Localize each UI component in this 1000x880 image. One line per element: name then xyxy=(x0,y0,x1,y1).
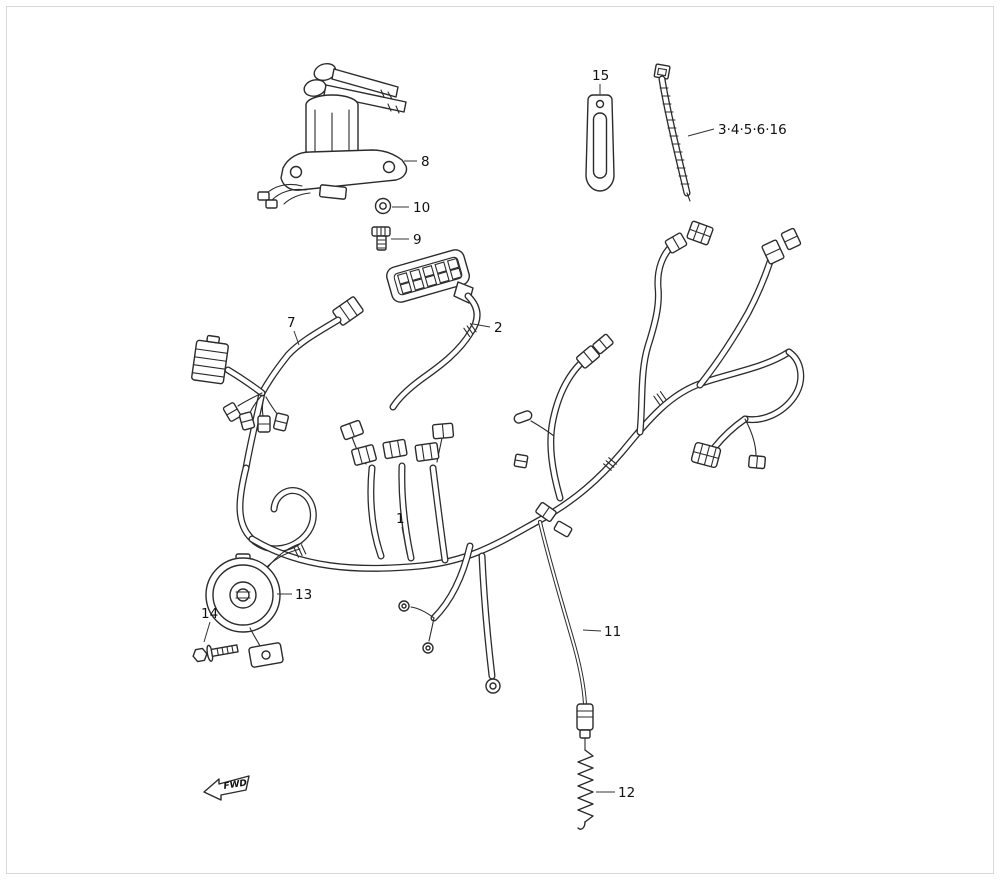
callout-labels: 8 10 9 15 3·4·5·6·16 2 7 1 13 14 11 12 xyxy=(201,68,787,801)
main-harness-drawing xyxy=(236,220,805,694)
band-drawing-part15 xyxy=(585,94,615,192)
callout-10: 10 xyxy=(413,200,430,216)
horn-drawing xyxy=(205,542,303,668)
callout-1: 1 xyxy=(396,511,405,527)
lead-wire-11-drawing xyxy=(535,502,594,751)
fwd-arrow: FWD xyxy=(203,775,250,801)
spring-drawing xyxy=(577,749,594,830)
cable-tie-drawing xyxy=(653,63,691,202)
fwd-label: FWD xyxy=(223,778,248,792)
bolt-drawing-part14 xyxy=(192,644,239,663)
sub-harness-7-drawing xyxy=(191,296,364,472)
callout-11: 11 xyxy=(604,624,621,640)
callout-2: 2 xyxy=(494,320,503,336)
sub-harness-2-drawing xyxy=(386,249,481,411)
leader-lines xyxy=(203,84,715,793)
callout-3-4-5-6-16: 3·4·5·6·16 xyxy=(718,122,787,138)
cable-tie-serrations xyxy=(659,87,690,185)
callout-9: 9 xyxy=(413,232,422,248)
bolt-drawing-part9 xyxy=(371,226,391,251)
callout-7: 7 xyxy=(287,315,296,331)
callout-12: 12 xyxy=(618,785,635,801)
callout-15: 15 xyxy=(592,68,609,84)
callout-13: 13 xyxy=(295,587,312,603)
callout-8: 8 xyxy=(421,154,430,170)
washer-drawing xyxy=(374,197,392,215)
callout-14: 14 xyxy=(201,606,218,622)
ignition-switch-drawing xyxy=(257,62,408,209)
